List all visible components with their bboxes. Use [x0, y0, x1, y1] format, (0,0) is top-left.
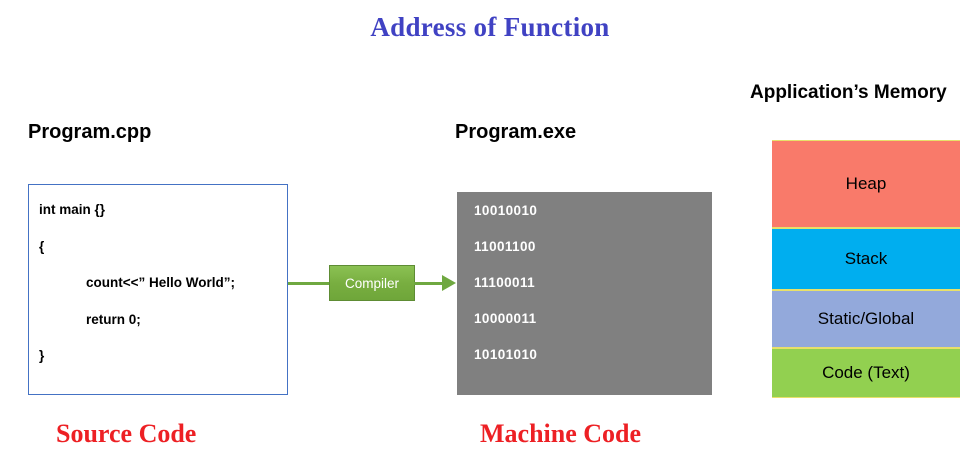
compiler-box[interactable]: Compiler — [329, 265, 415, 301]
machine-code-caption: Machine Code — [480, 419, 642, 448]
binary-line: 10010010 — [474, 203, 538, 218]
code-line: count<<” Hello World”; — [86, 275, 236, 290]
code-line: return 0; — [86, 312, 141, 327]
arrow-right-icon — [442, 275, 456, 291]
binary-line: 11001100 — [474, 239, 536, 254]
application-memory-stack: Heap Stack Static/Global Code (Text) — [772, 140, 960, 398]
binary-line: 10000011 — [474, 311, 537, 326]
exe-file-heading: Program.exe — [455, 121, 577, 143]
binary-line: 11100011 — [474, 275, 536, 290]
connector-line-right — [414, 282, 444, 285]
connector-line-left — [288, 282, 330, 285]
source-code-caption: Source Code — [56, 419, 197, 448]
code-line: } — [39, 348, 45, 363]
memory-block-static-global: Static/Global — [772, 290, 960, 348]
page-title: Address of Function — [370, 12, 610, 42]
source-file-heading: Program.cpp — [28, 121, 152, 143]
source-code-box: int main {} { count<<” Hello World”; ret… — [28, 184, 288, 395]
memory-block-code-text: Code (Text) — [772, 348, 960, 398]
memory-block-heap: Heap — [772, 140, 960, 228]
memory-block-stack: Stack — [772, 228, 960, 290]
application-memory-heading: Application’s Memory — [750, 82, 947, 103]
machine-code-box: 10010010 11001100 11100011 10000011 1010… — [457, 192, 712, 395]
code-line: { — [39, 239, 45, 254]
code-line: int main {} — [39, 202, 106, 217]
binary-line: 10101010 — [474, 347, 538, 362]
